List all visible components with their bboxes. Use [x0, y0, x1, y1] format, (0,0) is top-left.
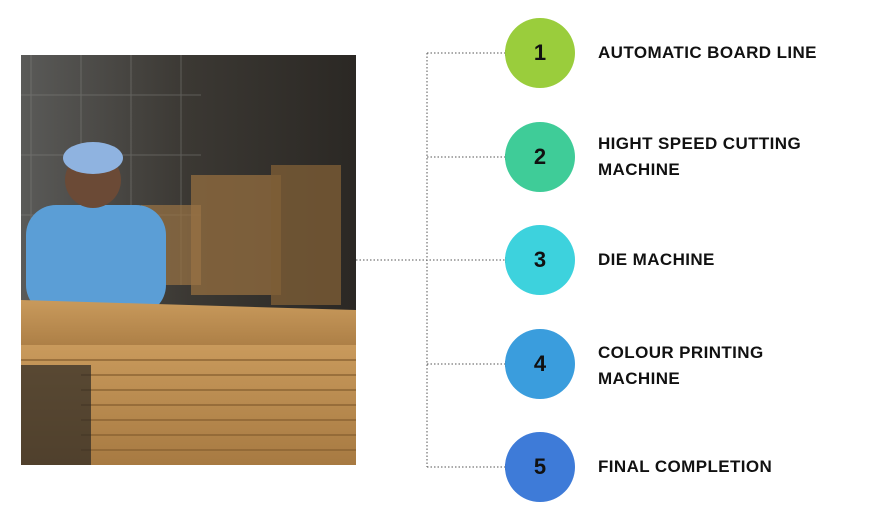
step-5-circle: 5: [505, 432, 575, 502]
factory-photo: [21, 55, 356, 465]
step-3-label: DIE MACHINE: [598, 250, 715, 269]
step-5-label: FINAL COMPLETION: [598, 457, 773, 476]
step-4-label: COLOUR PRINTING MACHINE: [598, 343, 764, 388]
step-1-label: AUTOMATIC BOARD LINE: [598, 43, 817, 62]
step-1-circle: 1: [505, 18, 575, 88]
step-3-circle: 3: [505, 225, 575, 295]
factory-photo-illustration: [21, 55, 356, 465]
step-2-circle: 2: [505, 122, 575, 192]
step-4-circle: 4: [505, 329, 575, 399]
step-2-label: HIGHT SPEED CUTTING MACHINE: [598, 134, 802, 179]
